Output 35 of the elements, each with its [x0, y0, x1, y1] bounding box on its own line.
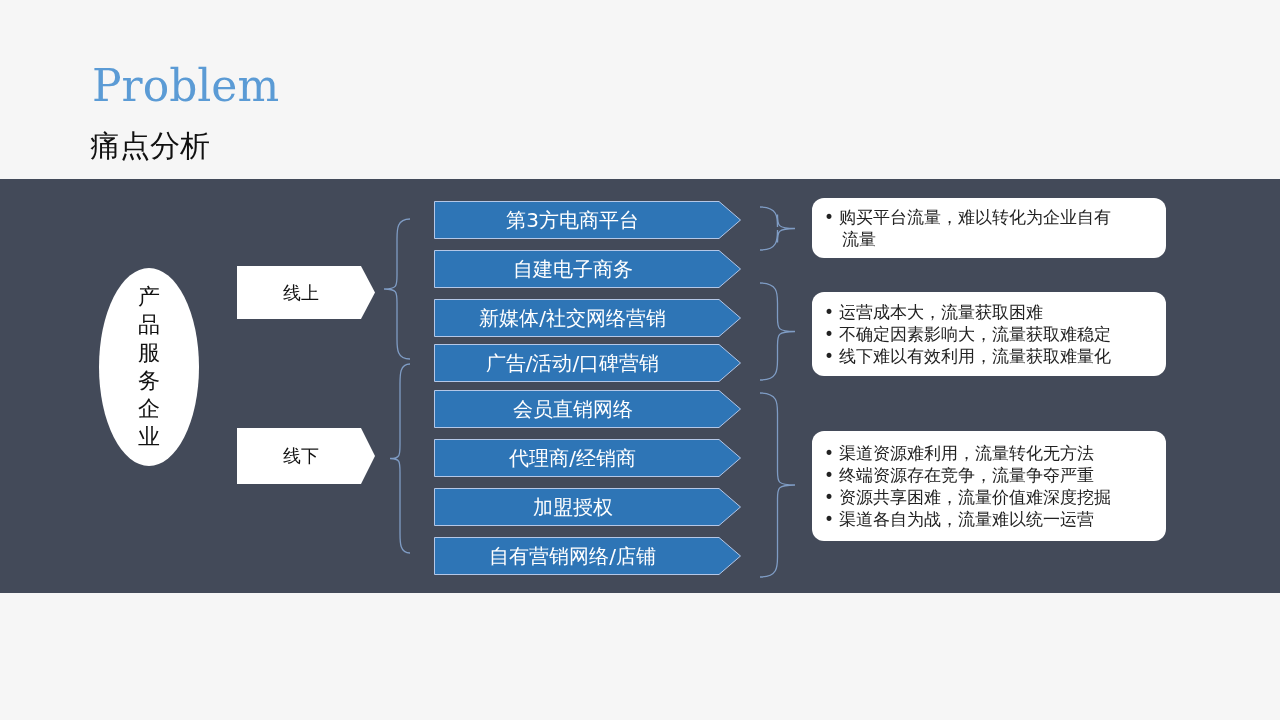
bullet-item: • 运营成本大，流量获取困难 [824, 301, 1045, 323]
node-label: 线上 [283, 280, 319, 305]
slide-title: Problem [92, 59, 280, 113]
node-label: 线下 [283, 444, 319, 468]
bullet-item: • 不确定因素影响大，流量获取难稳定 [824, 323, 1113, 345]
bullet-item: • 渠道资源难利用，流量转化无方法 [824, 442, 1096, 464]
bullet-item: • 终端资源存在竞争，流量争夺严重 [824, 464, 1096, 486]
node-label: 加盟授权 [532, 493, 613, 521]
chevron-box [434, 201, 741, 239]
node-label: 自有营销网络/店铺 [489, 542, 656, 570]
pentagon-arrow [237, 428, 375, 484]
node-label: 自建电子商务 [512, 255, 633, 283]
note-card [812, 292, 1166, 376]
bullet-item: • 渠道各自为战，流量难以统一运营 [824, 508, 1096, 530]
node-label: 第3方电商平台 [506, 206, 639, 234]
chevron-box [434, 488, 741, 526]
ellipse-node [98, 267, 200, 467]
bullet-item: • 购买平台流量，难以转化为企业自有流量 [824, 206, 1113, 250]
chevron-box [434, 250, 741, 288]
node-label: 产品服务企业 [137, 283, 161, 451]
pentagon-arrow [237, 266, 375, 319]
chevron-box [434, 537, 741, 575]
node-label: 新媒体/社交网络营销 [479, 304, 666, 332]
chevron-box [434, 439, 741, 477]
bullet-item: • 线下难以有效利用，流量获取难量化 [824, 345, 1113, 367]
bullet-item: • 资源共享困难，流量价值难深度挖掘 [824, 486, 1113, 508]
chevron-box [434, 299, 741, 337]
chevron-box [434, 344, 741, 382]
node-label: 广告/活动/口碑营销 [485, 349, 660, 377]
subtitle: 痛点分析 [90, 127, 210, 165]
node-label: 会员直销网络 [512, 395, 633, 423]
note-card [812, 198, 1166, 258]
node-label: 代理商/经销商 [509, 444, 636, 472]
note-card [812, 431, 1166, 541]
chevron-box [434, 390, 741, 428]
